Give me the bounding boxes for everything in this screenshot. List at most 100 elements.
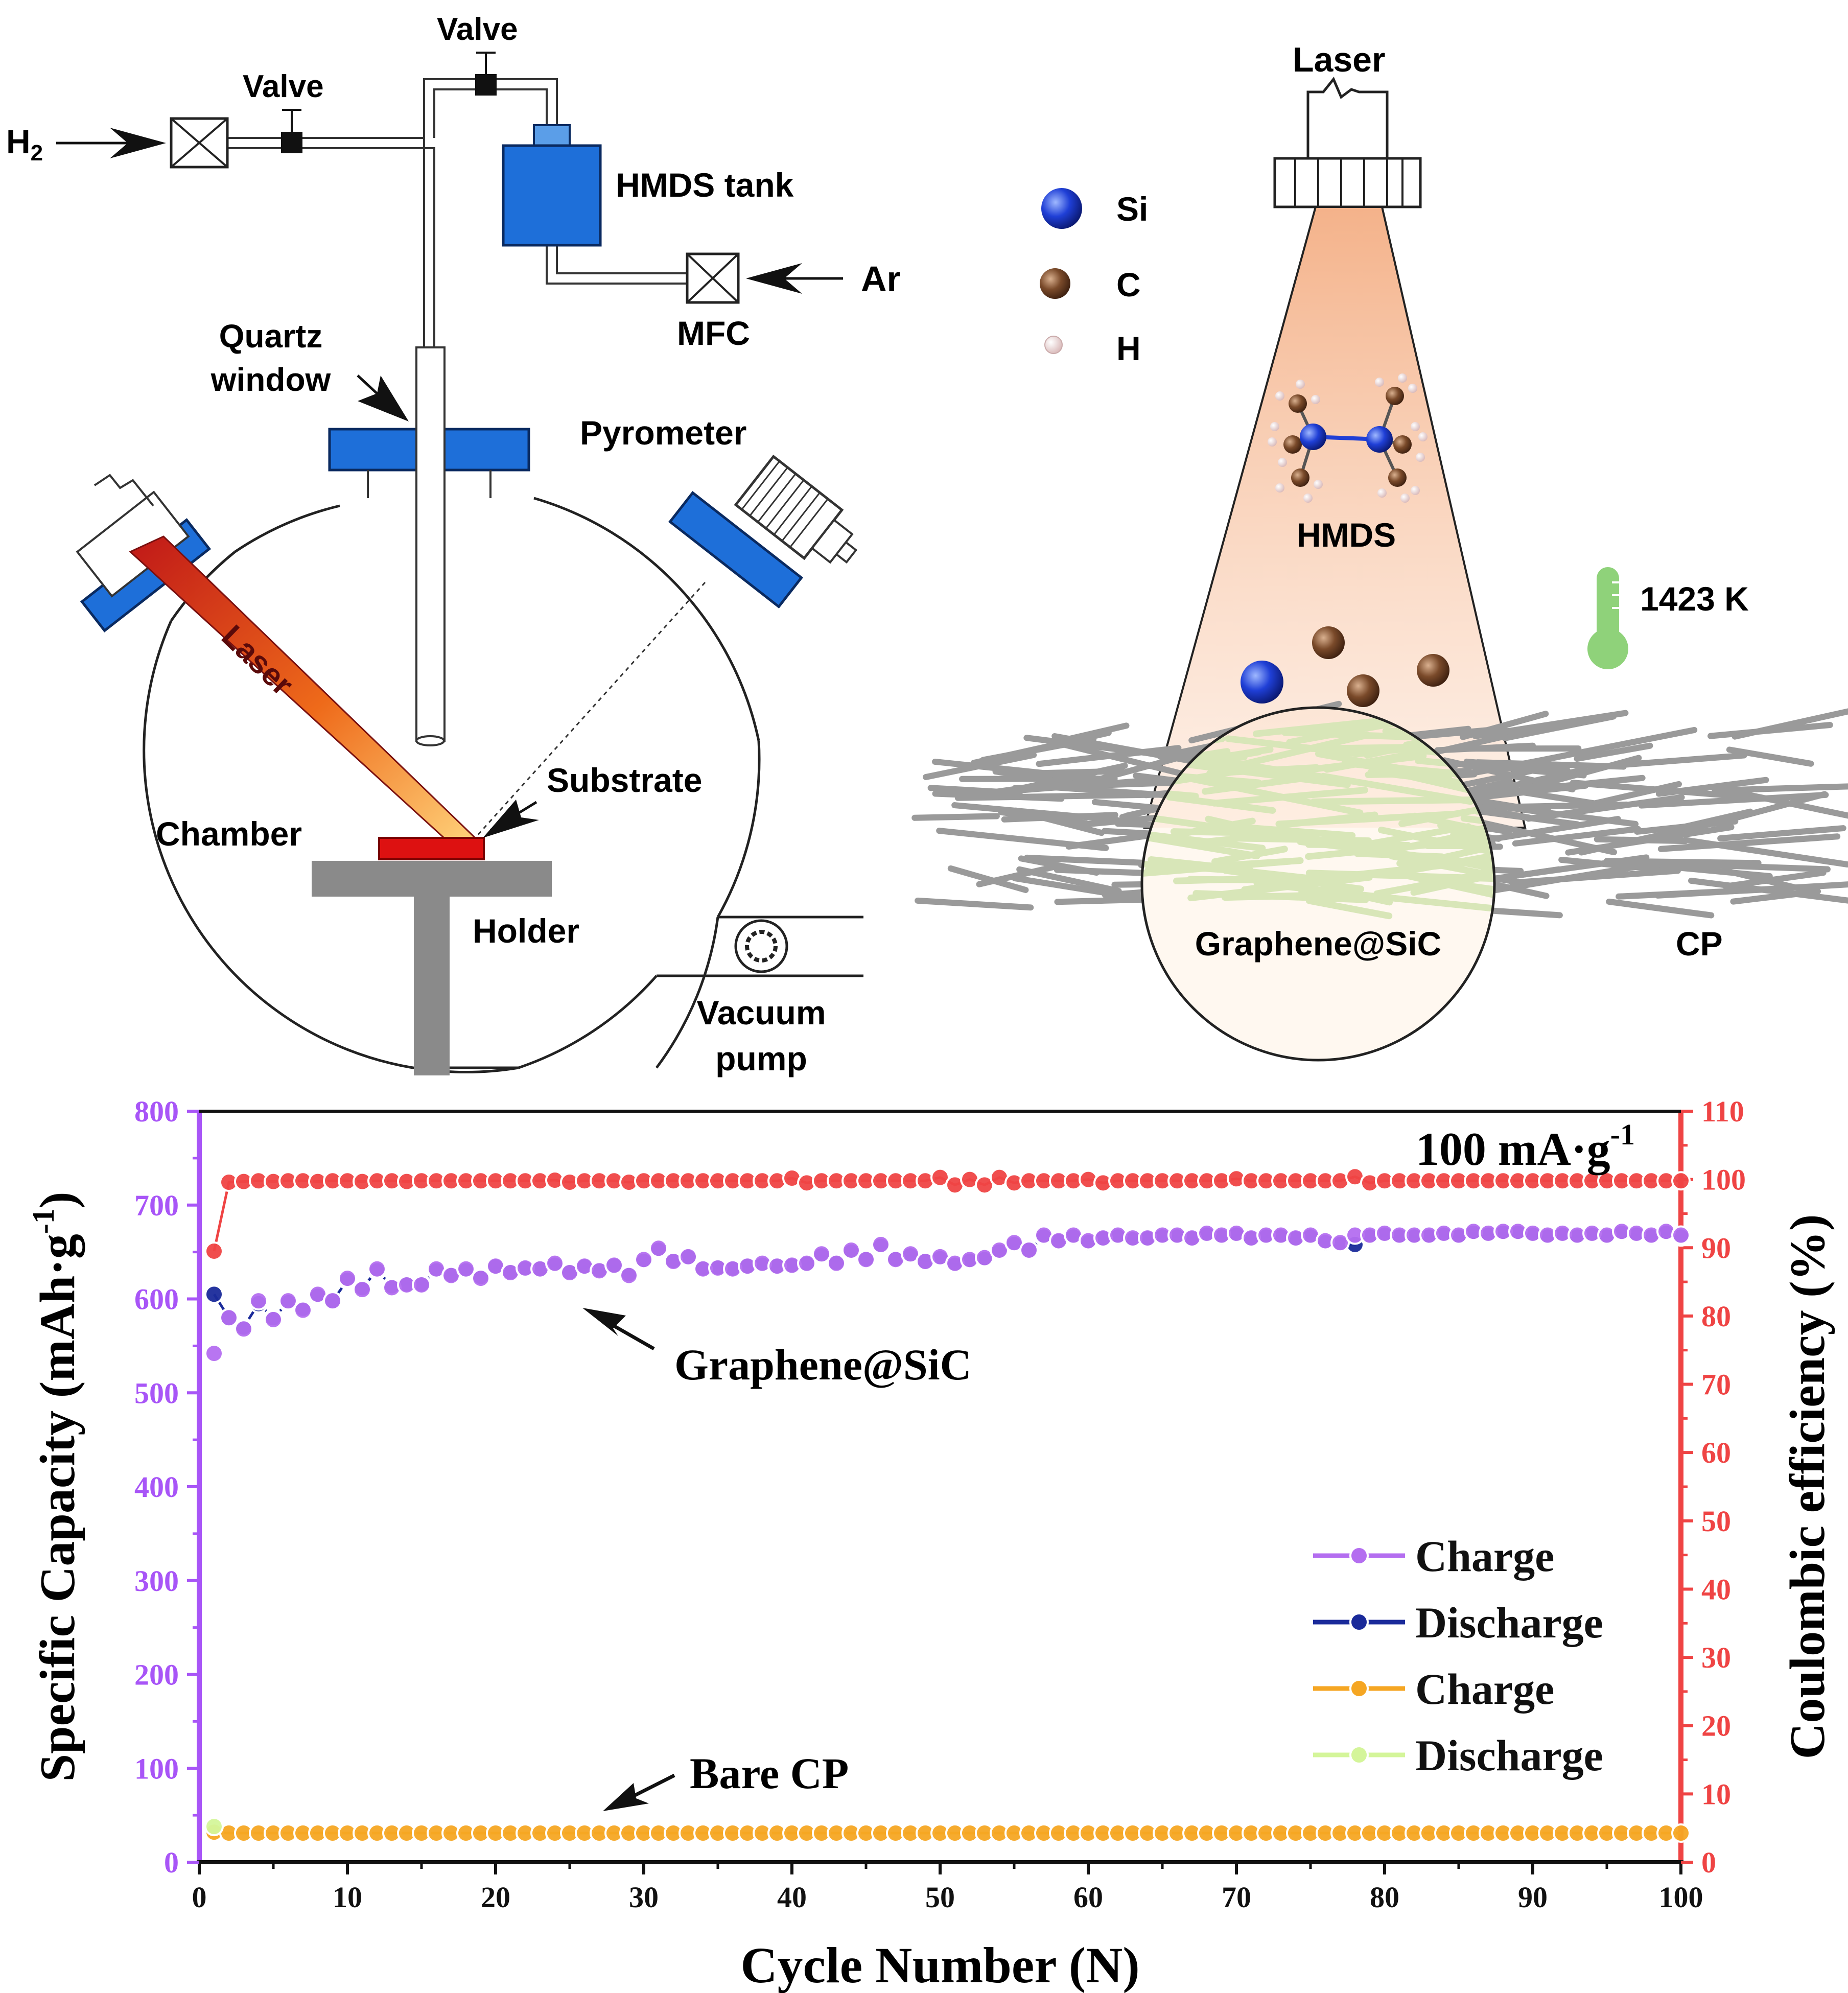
- gas-line-ar: [546, 245, 687, 285]
- ar-label: Ar: [861, 259, 901, 299]
- fiber: [1476, 782, 1599, 807]
- right-tick-label: 60: [1701, 1436, 1731, 1469]
- coated-fiber: [1398, 871, 1494, 898]
- fiber: [1472, 710, 1629, 739]
- fiber: [911, 813, 1000, 821]
- quartz-arrow-icon: [358, 376, 409, 421]
- right-tick-label: 20: [1701, 1709, 1731, 1743]
- data-point: [604, 1255, 624, 1275]
- holder-label: Holder: [473, 912, 579, 950]
- fiber: [1607, 752, 1747, 769]
- graphene-sic-arrow-icon: [582, 1308, 626, 1336]
- fiber: [947, 865, 1029, 894]
- substrate: [378, 837, 485, 860]
- data-point: [204, 1241, 224, 1261]
- legend-swatch-marker: [1349, 1612, 1369, 1632]
- fiber: [1606, 898, 1715, 919]
- data-point: [634, 1250, 653, 1270]
- data-point: [1671, 1171, 1691, 1191]
- quartz-window-label-2: window: [210, 361, 331, 398]
- h2-label: H2: [6, 123, 43, 166]
- fiber: [970, 730, 1112, 766]
- h2-arrow-icon: [110, 128, 166, 158]
- data-point: [619, 1265, 639, 1285]
- vacuum-pump-label-2: pump: [715, 1040, 807, 1077]
- x-tick-label: 70: [1222, 1881, 1251, 1914]
- temperature-label: 1423 K: [1640, 580, 1749, 618]
- coated-fiber: [1142, 827, 1266, 852]
- fiber: [1036, 745, 1182, 767]
- x-tick-label: 100: [1659, 1881, 1703, 1914]
- legend-c-label: C: [1116, 266, 1141, 303]
- fiber: [998, 809, 1089, 827]
- pyrometer-sightline: [474, 581, 706, 839]
- legend-swatch-marker: [1349, 1745, 1369, 1765]
- cp-label: CP: [1676, 925, 1723, 963]
- data-point: [856, 1250, 876, 1270]
- data-point: [456, 1259, 476, 1279]
- data-point: [353, 1280, 372, 1300]
- coated-fiber: [1142, 833, 1260, 859]
- legend-item: Discharge: [1313, 1731, 1603, 1780]
- quartz-tube: [415, 346, 446, 742]
- coated-fiber: [1275, 810, 1459, 828]
- data-point: [1019, 1240, 1039, 1260]
- vacuum-pump-icon: [734, 919, 788, 973]
- gas-line-h2: [225, 137, 435, 347]
- h2-mfc-box: [170, 117, 229, 169]
- left-tick-label: 600: [134, 1283, 179, 1316]
- data-point: [204, 1284, 224, 1304]
- coated-fiber: [1188, 831, 1281, 847]
- right-tick-label: 40: [1701, 1573, 1731, 1606]
- right-tick-label: 50: [1701, 1505, 1731, 1538]
- legend-label: Discharge: [1415, 1598, 1603, 1647]
- fiber: [927, 785, 1023, 796]
- right-port-flange: [668, 491, 804, 608]
- fiber: [1439, 775, 1646, 802]
- data-point: [338, 1269, 357, 1288]
- series-0: [204, 1222, 1691, 1364]
- cycling-chart: 0 10 20 30 40 50 60 70 80 90 100 01002003004005006…: [27, 1095, 1835, 1993]
- apparatus-diagram: Laser H2: [6, 12, 901, 1077]
- hmds-label: HMDS: [1297, 516, 1396, 554]
- coated-fiber: [1184, 757, 1271, 773]
- fiber: [1574, 742, 1653, 762]
- valve-top-icon: [475, 52, 497, 96]
- x-tick-label: 80: [1370, 1881, 1399, 1914]
- coated-fiber: [1192, 890, 1369, 903]
- right-tick-label: 90: [1701, 1231, 1731, 1264]
- fiber: [1722, 870, 1827, 889]
- data-point: [679, 1247, 698, 1267]
- data-point: [827, 1253, 846, 1273]
- vacuum-pump-label: Vacuum: [696, 994, 826, 1031]
- x-tick-label: 90: [1518, 1881, 1548, 1914]
- fiber: [1634, 818, 1739, 835]
- x-tick-label: 30: [629, 1881, 659, 1914]
- fiber: [1570, 780, 1775, 802]
- data-point: [545, 1253, 565, 1273]
- x-tick-label: 10: [333, 1881, 362, 1914]
- coated-fiber: [1241, 872, 1351, 893]
- laser-head-body: [1306, 77, 1389, 158]
- data-point: [1671, 1225, 1691, 1245]
- data-point: [204, 1817, 224, 1837]
- series-4: [204, 1167, 1691, 1261]
- right-tick-label: 0: [1701, 1846, 1716, 1879]
- legend-h-label: H: [1116, 330, 1141, 367]
- data-point: [841, 1240, 861, 1260]
- data-point: [293, 1300, 313, 1320]
- left-tick-label: 400: [134, 1470, 179, 1504]
- holder-stem: [414, 897, 450, 1075]
- valve-top-label: Valve: [437, 12, 518, 47]
- fiber: [932, 790, 1065, 802]
- fiber: [923, 752, 1037, 780]
- legend-label: Charge: [1415, 1532, 1554, 1581]
- legend-item: Charge: [1313, 1532, 1554, 1581]
- fiber: [1732, 708, 1848, 740]
- schematic-laser-label: Laser: [1293, 40, 1385, 79]
- data-point: [871, 1234, 891, 1254]
- fiber: [1638, 791, 1829, 809]
